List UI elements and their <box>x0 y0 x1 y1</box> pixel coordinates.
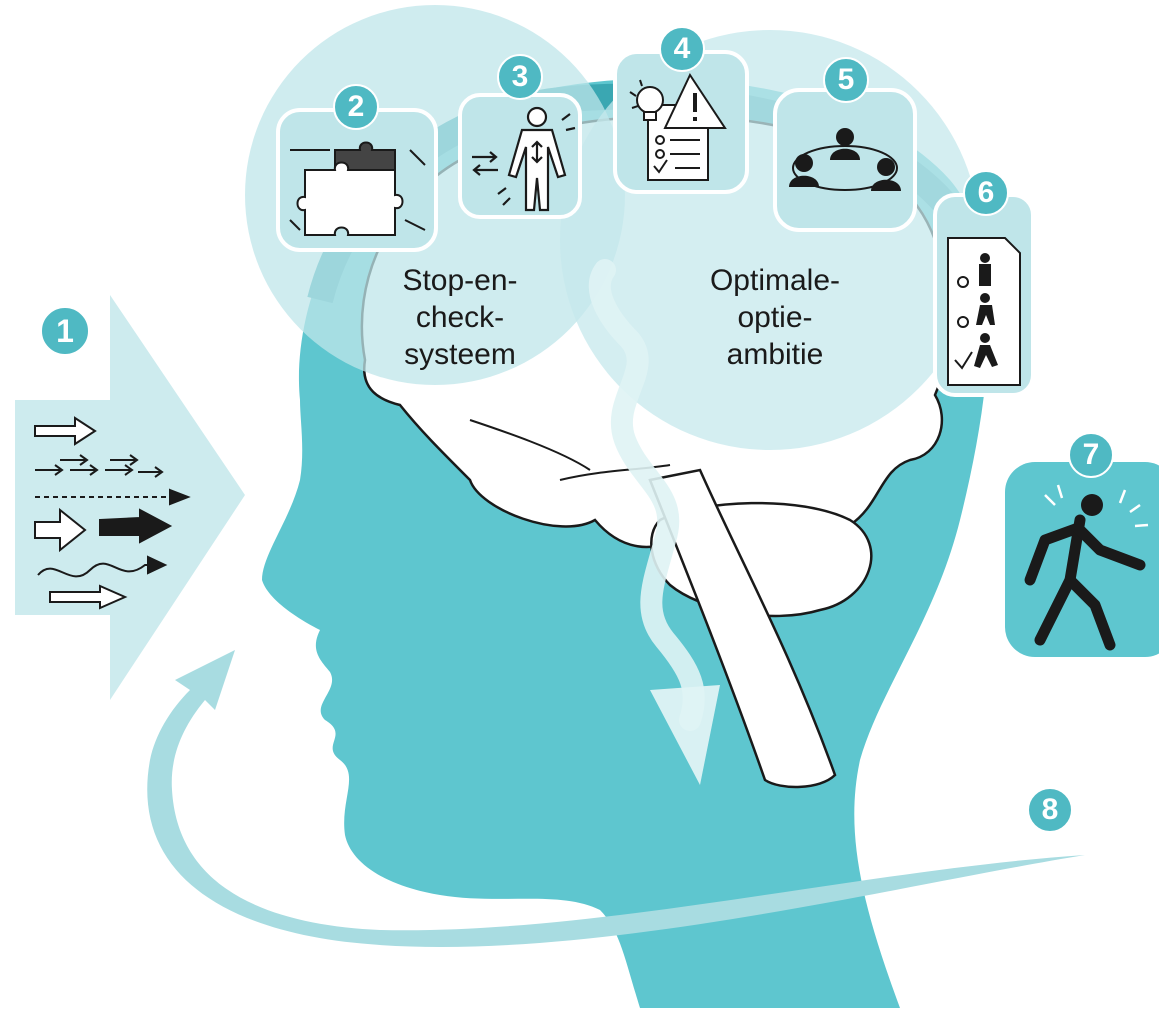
motion-lines <box>1044 484 1149 528</box>
action-options-document-icon <box>947 237 1021 386</box>
step-8-badge: 8 <box>1027 787 1073 833</box>
stop-check-label: Stop-en- check- systeem <box>402 264 518 371</box>
optimal-option-label: Optimale- optie- ambitie <box>709 264 841 371</box>
body-scan-icon <box>472 106 576 212</box>
step-7-badge: 7 <box>1068 432 1114 478</box>
input-arrows-icon <box>34 416 191 610</box>
person-box <box>1005 462 1159 657</box>
step-6-badge: 6 <box>963 170 1009 216</box>
group-box <box>773 88 917 232</box>
step-2-badge: 2 <box>333 84 379 130</box>
body-scan-box <box>458 93 582 219</box>
action-options-box <box>933 193 1035 397</box>
step-5-badge: 5 <box>823 57 869 103</box>
step-3-badge: 3 <box>497 54 543 100</box>
puzzle-box <box>276 108 438 252</box>
step-1-badge: 1 <box>40 306 90 356</box>
group-icon <box>789 128 901 191</box>
puzzle-icon <box>289 141 426 236</box>
lightbulb-box <box>613 50 749 194</box>
brain-stem <box>648 468 837 789</box>
signal-arrowhead <box>650 685 720 785</box>
step-4-badge: 4 <box>659 26 705 72</box>
walking-person-icon <box>1024 514 1146 651</box>
lightbulb-warning-checklist-icon <box>629 72 727 181</box>
signal-wavy-arrow <box>588 259 705 731</box>
brain-fold-lines <box>469 419 671 481</box>
